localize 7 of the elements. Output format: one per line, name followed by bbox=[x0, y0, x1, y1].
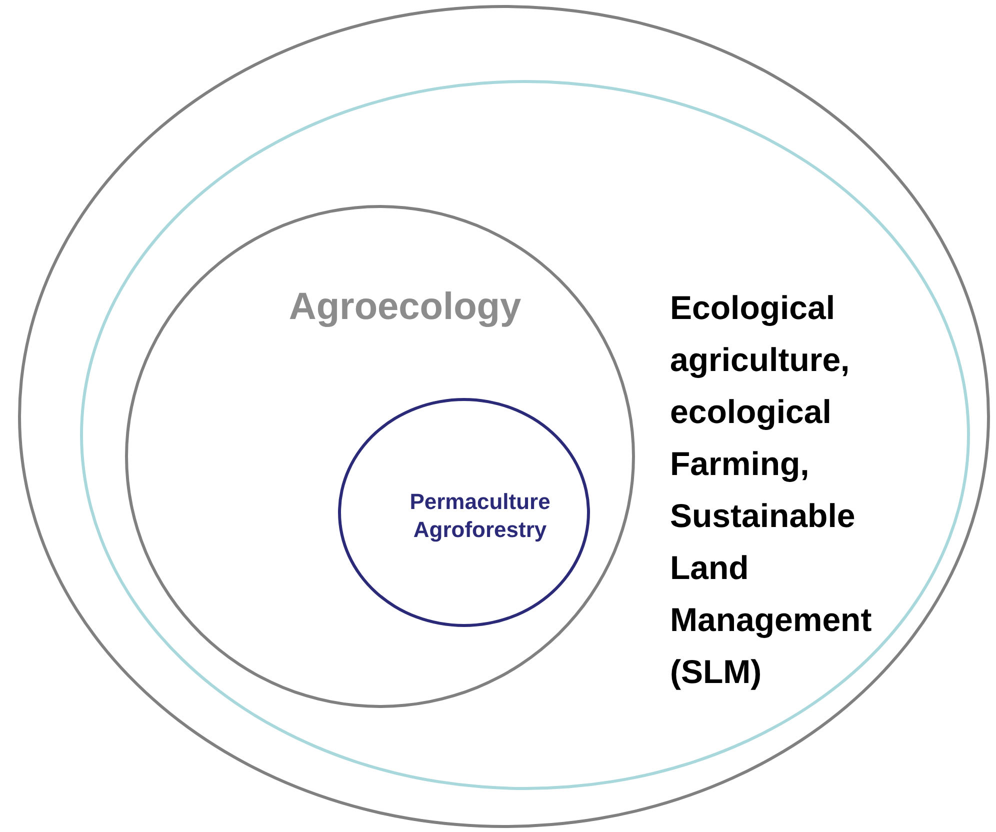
node-label: Permaculture Agroforestry bbox=[408, 488, 552, 544]
circle bbox=[338, 398, 590, 627]
circle bbox=[125, 205, 635, 708]
node-label: Agroecology bbox=[288, 285, 522, 330]
node-label: Ecological agriculture, ecological Farming, Sustainable Land Management (SLM) bbox=[670, 288, 873, 692]
outer-ellipse bbox=[18, 5, 990, 828]
ellipse bbox=[80, 80, 970, 790]
